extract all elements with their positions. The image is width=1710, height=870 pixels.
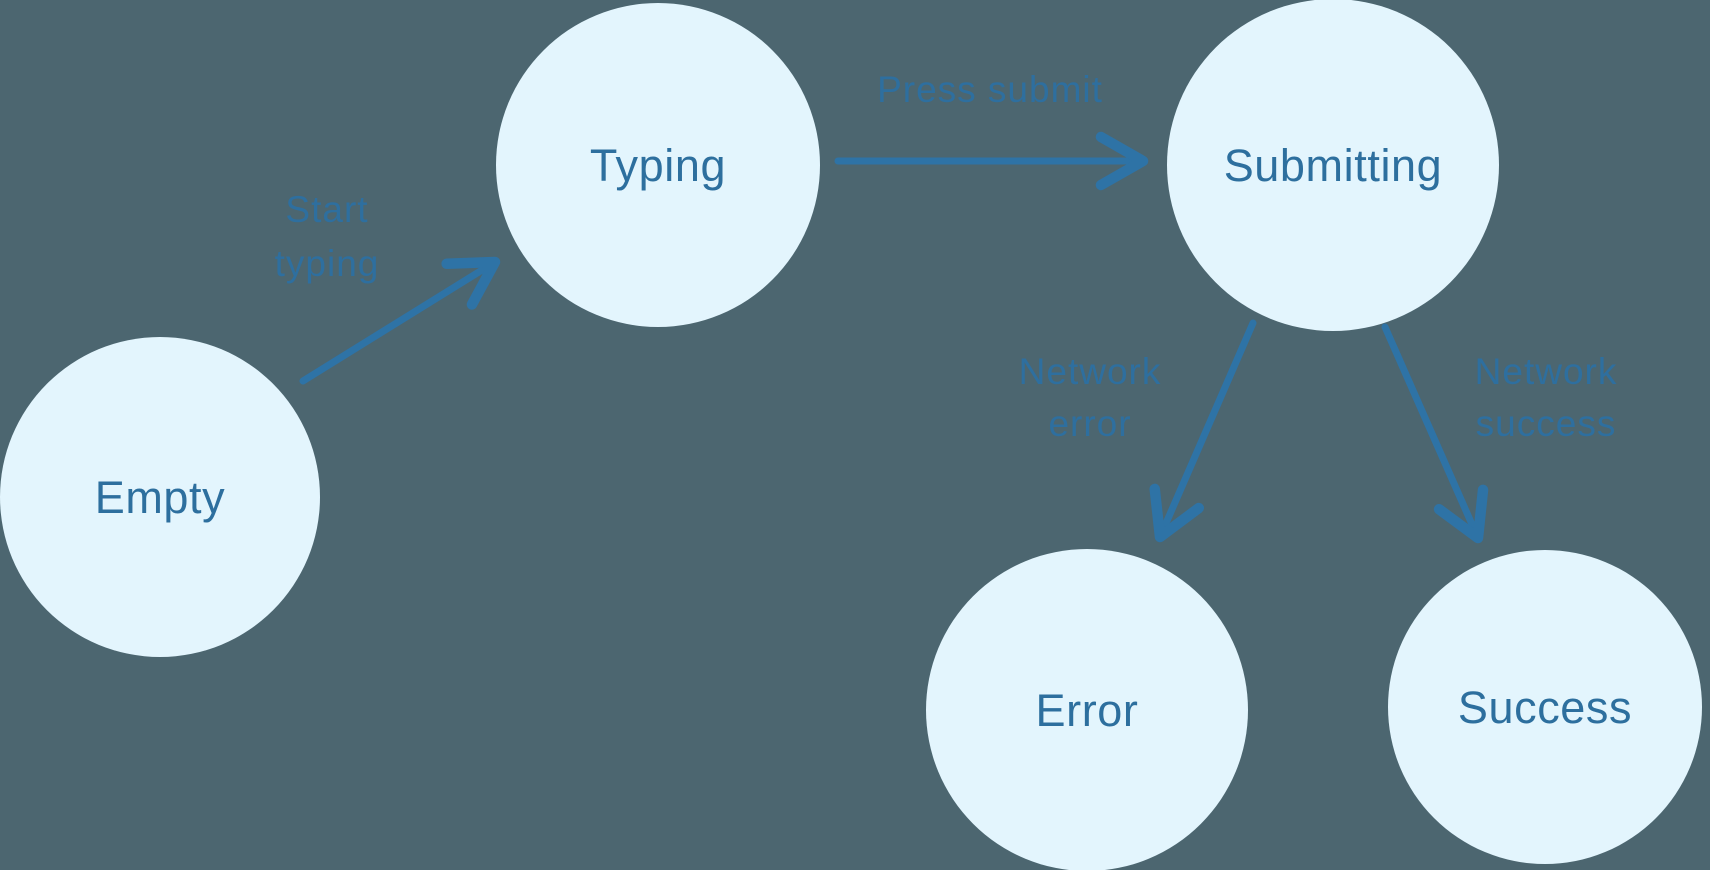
edge-label-network-success-line1: Network [1475, 351, 1618, 392]
state-label-empty: Empty [95, 472, 226, 523]
state-circle-submitting [1167, 0, 1499, 331]
edge-typing-to-submitting: Press submit [834, 69, 1149, 191]
edge-label-network-error-line2: error [1048, 403, 1131, 444]
edge-label-start-typing-line1: Start [285, 189, 368, 230]
state-circle-typing [496, 3, 820, 327]
edge-submitting-to-error: Network error [1019, 319, 1257, 543]
state-label-error: Error [1036, 685, 1139, 736]
arrow-empty-to-typing [299, 256, 501, 385]
state-node-error: Error [926, 549, 1248, 870]
state-node-empty: Empty [0, 337, 320, 657]
state-label-submitting: Submitting [1224, 140, 1443, 191]
edge-submitting-to-success: Network success [1381, 323, 1618, 544]
state-node-typing: Typing [496, 3, 820, 327]
state-node-submitting: Submitting [1167, 0, 1499, 331]
arrow-submitting-to-error [1149, 319, 1257, 543]
edge-empty-to-typing: Start typing [275, 189, 501, 385]
edge-label-start-typing-line2: typing [275, 243, 380, 284]
arrow-submitting-to-success [1381, 323, 1489, 544]
edge-label-network-error-line1: Network [1019, 351, 1162, 392]
state-circle-error [926, 549, 1248, 870]
edge-label-network-success-line2: success [1476, 403, 1617, 444]
edge-label-press-submit: Press submit [877, 69, 1103, 110]
state-circle-success [1388, 550, 1702, 864]
state-label-typing: Typing [590, 140, 726, 191]
state-circle-empty [0, 337, 320, 657]
state-node-success: Success [1388, 550, 1702, 864]
state-label-success: Success [1458, 682, 1632, 733]
